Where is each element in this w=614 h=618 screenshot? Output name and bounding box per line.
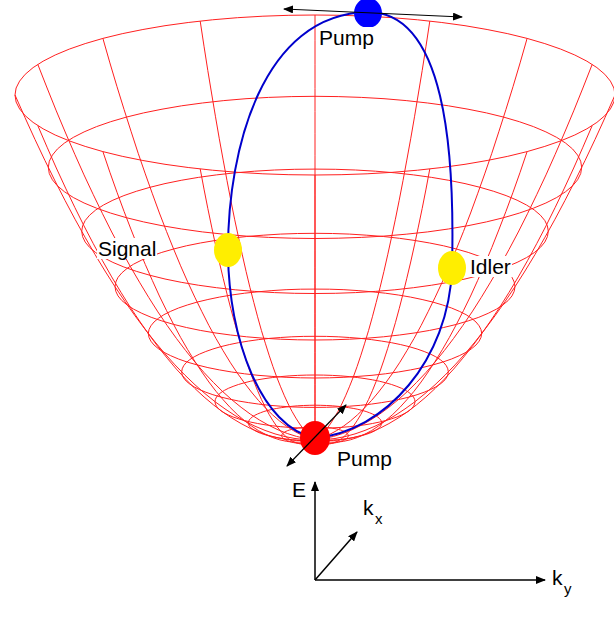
idler-dot	[438, 251, 466, 285]
pump-label: Pump	[318, 27, 375, 48]
mesh-meridian	[315, 21, 430, 440]
mesh-meridian	[38, 64, 315, 440]
mesh-meridian	[315, 95, 614, 440]
mesh-meridian	[315, 64, 592, 440]
axis-label: k	[551, 567, 564, 588]
phase-matching-curve	[228, 12, 452, 438]
mesh-meridian	[315, 126, 592, 441]
mesh-meridian	[315, 38, 527, 440]
axis-label: E	[291, 479, 307, 500]
mesh-meridian	[103, 152, 315, 443]
mesh-meridian	[15, 95, 315, 440]
pump-label: Pump	[336, 448, 393, 469]
signal-dot	[214, 233, 242, 267]
mesh-meridian	[315, 152, 527, 443]
double-arrow	[284, 9, 462, 17]
dispersion-mesh	[15, 15, 614, 445]
signal-label: Signal	[97, 238, 157, 259]
pump-dot	[354, 0, 382, 28]
mesh-meridian	[315, 15, 316, 440]
axis-line	[315, 579, 545, 581]
axis-line	[314, 482, 316, 580]
axis-line	[315, 532, 357, 580]
mesh-meridian	[315, 169, 430, 444]
mesh-meridian	[200, 169, 315, 444]
axis-subscript: y	[563, 581, 573, 596]
axis-label: k	[362, 497, 375, 518]
axis-subscript: x	[374, 511, 384, 526]
mesh-meridian	[38, 126, 315, 441]
mesh-meridian	[200, 21, 315, 440]
idler-label: Idler	[469, 256, 512, 277]
